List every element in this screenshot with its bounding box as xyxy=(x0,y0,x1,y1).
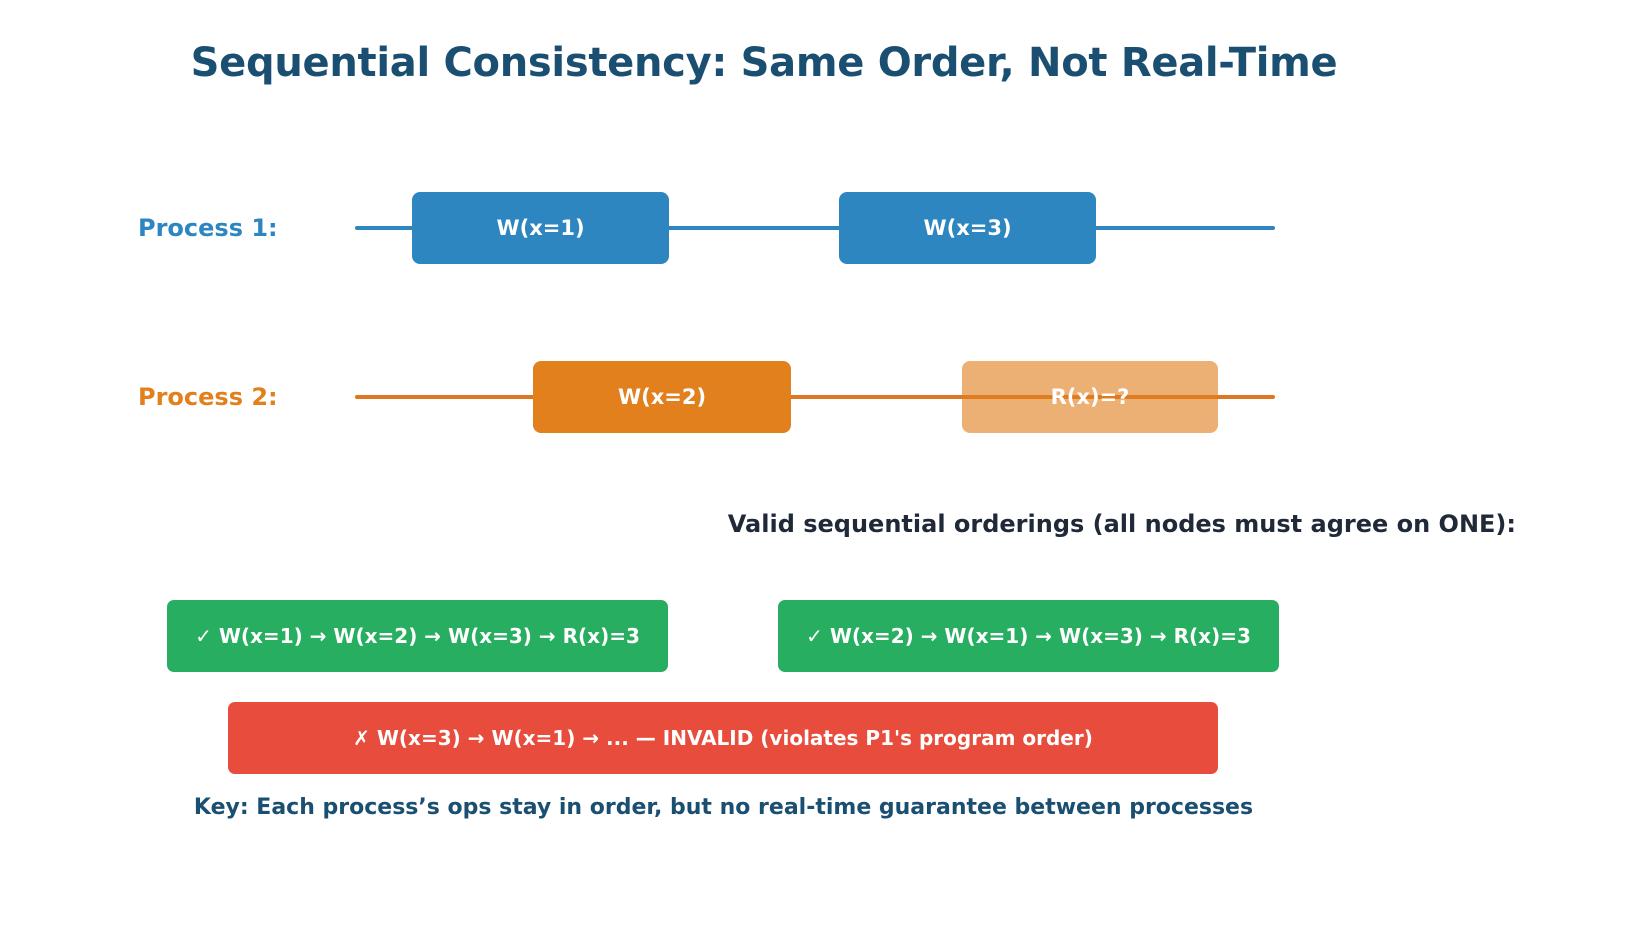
orderings-heading: Valid sequential orderings (all nodes mu… xyxy=(727,510,1516,538)
process-2-label: Process 2: xyxy=(138,383,278,411)
process-2-operation-read[interactable]: R(x)=? xyxy=(962,361,1218,433)
ordering-card-invalid: ✗ W(x=3) → W(x=1) → ... — INVALID (viola… xyxy=(228,702,1218,774)
process-1-timeline-axis xyxy=(355,226,1275,230)
page-title: Sequential Consistency: Same Order, Not … xyxy=(190,40,1338,86)
ordering-card-valid-1: ✓ W(x=1) → W(x=2) → W(x=3) → R(x)=3 xyxy=(167,600,668,672)
process-1-operation-write-3[interactable]: W(x=3) xyxy=(839,192,1096,264)
timeline-row-process-2: Process 2: W(x=2) R(x)=? xyxy=(0,339,1628,459)
footer-key-text: Key: Each process’s ops stay in order, b… xyxy=(193,795,1254,820)
ordering-card-valid-2: ✓ W(x=2) → W(x=1) → W(x=3) → R(x)=3 xyxy=(778,600,1279,672)
process-1-label: Process 1: xyxy=(138,214,278,242)
timeline-row-process-1: Process 1: W(x=1) W(x=3) xyxy=(0,170,1628,290)
process-2-timeline-axis xyxy=(355,395,1275,399)
process-1-operation-write-1[interactable]: W(x=1) xyxy=(412,192,669,264)
process-2-operation-write-2[interactable]: W(x=2) xyxy=(533,361,791,433)
